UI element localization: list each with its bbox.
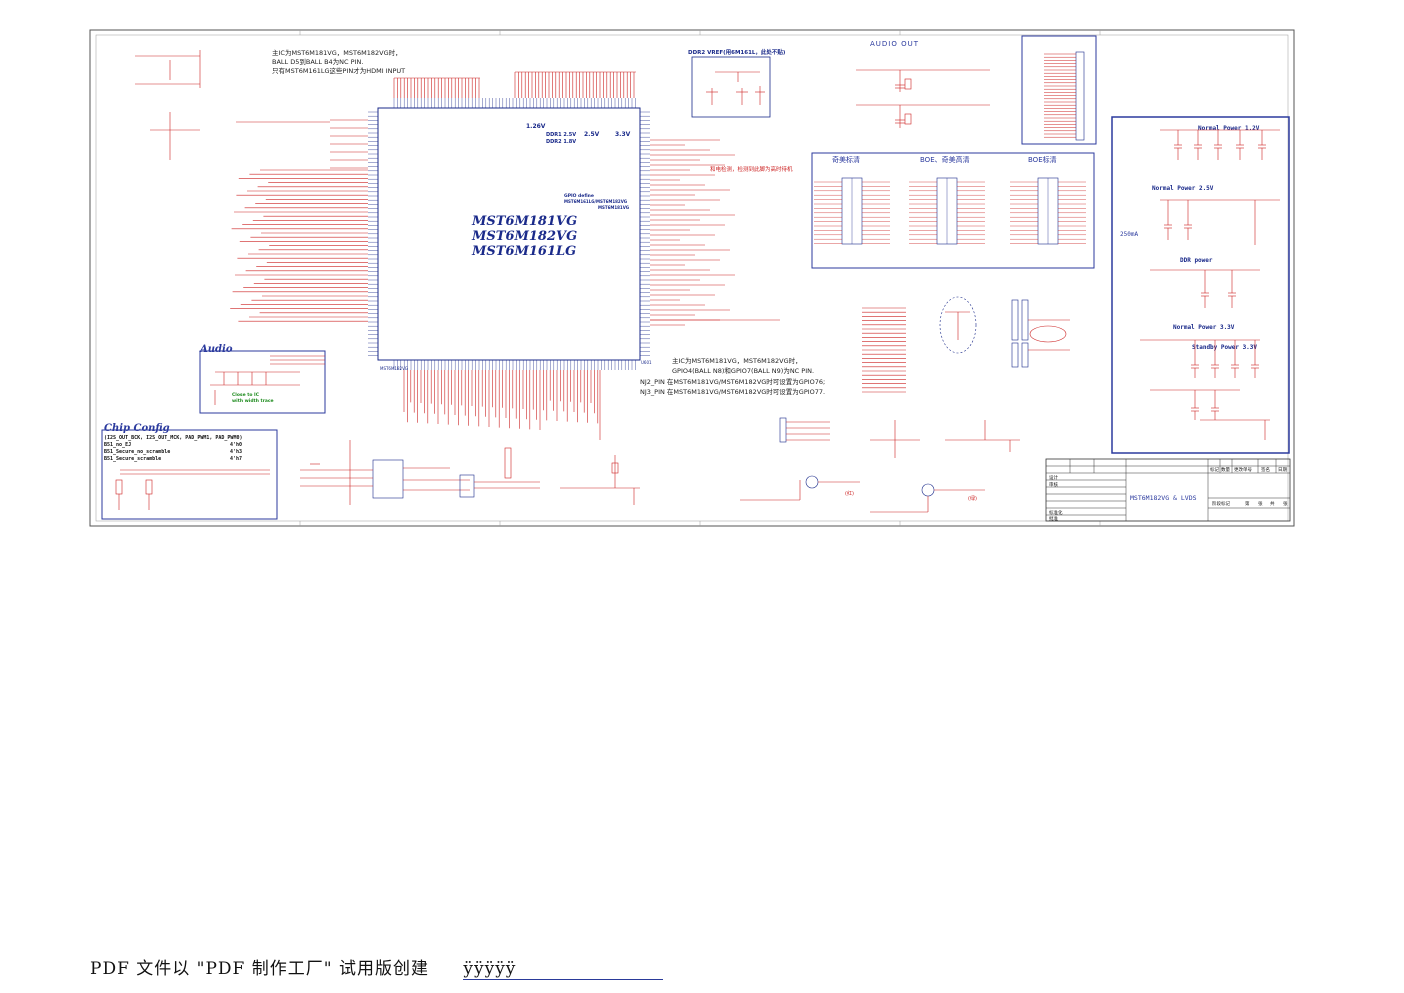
- bottom-note-2: GPIO4(BALL N8)和GPIO7(BALL N9)为NC PIN.: [672, 366, 814, 375]
- boe-std-title: BOE标清: [1028, 155, 1057, 164]
- ic-pins-bottom: [393, 360, 636, 370]
- boe-qimei-hd-title: BOE、奇美高清: [920, 155, 970, 164]
- sheet-zhang1: 张: [1258, 500, 1263, 507]
- flash-block: [300, 440, 540, 505]
- footer-filler: ÿÿÿÿÿ: [463, 959, 664, 980]
- sheet-gong: 共: [1270, 500, 1275, 507]
- connector-top: [1021, 35, 1097, 145]
- stage-mark: 阶段标记: [1212, 500, 1230, 507]
- title-block-standard: 标准化: [1049, 509, 1063, 516]
- standby-33-title: Standby Power 3.3V: [1192, 344, 1257, 351]
- gpio-define-2: MST6M161LG/MST6M182VG: [564, 199, 627, 204]
- ic-name-3: MST6M161LG: [471, 244, 576, 259]
- ic-pins-top: [393, 98, 636, 108]
- bottom-note-1: 主IC为MST6M181VG，MST6M182VG时，: [672, 356, 802, 365]
- gpio-define-1: GPIO define: [564, 193, 594, 199]
- power-12-title: Normal Power 1.2V: [1198, 125, 1260, 132]
- title-block-h4: 签名: [1261, 466, 1270, 473]
- power-block: Normal Power 1.2V Normal Power 2.5V DDR …: [1111, 116, 1290, 454]
- chip-config-row-3-value: 4'h7: [230, 456, 242, 462]
- qimei-std-title: 奇美标清: [832, 155, 860, 164]
- bottom-net-wires: [403, 370, 601, 440]
- audio-title: Audio: [199, 344, 233, 355]
- rail-33: 3.3V: [615, 131, 631, 138]
- panel-box: [811, 152, 1095, 269]
- close-to-ic-1: Close to IC: [232, 392, 260, 398]
- drawing-inner-frame: [95, 34, 1289, 522]
- ic-part: MST6M182VG: [380, 366, 408, 371]
- gpio-define-3: MST6M181VG: [598, 205, 629, 210]
- chip-config-row-1-value: 4'h0: [230, 442, 242, 448]
- audio-out-title: AUDIO OUT: [870, 40, 919, 48]
- title-block: 标记 数量 更改单号 签名 日期 设计 审核 标准化 批准 MST6M182VG…: [1045, 458, 1291, 522]
- ic-name-1: MST6M181VG: [471, 214, 577, 229]
- chip-config-block: Chip Config (I2S_OUT_BCK, I2S_OUT_MCK, P…: [101, 423, 278, 520]
- left-net-wires: [135, 50, 368, 322]
- pdf-watermark-footer: PDF 文件以 "PDF 制作工厂" 试用版创建 ÿÿÿÿÿ: [90, 954, 664, 980]
- schematic-title: MST6M182VG & LVDS: [1130, 494, 1197, 502]
- audio-block: Audio Close to IC with width trace: [199, 344, 326, 414]
- panel-connectors: [814, 177, 1086, 245]
- sheet-zhang2: 张: [1283, 500, 1288, 507]
- bottom-note-4: NJ3_PIN 在MST6M181VG/MST6M182VG时可设置为GPIO7…: [640, 387, 825, 396]
- ic-pins-left: [368, 111, 378, 356]
- power-25-title: Normal Power 2.5V: [1152, 185, 1214, 192]
- chip-config-title: Chip Config: [104, 423, 170, 434]
- right-net-wires: [650, 139, 780, 326]
- detect-note: 和电检测，检测到此脚为高时待机: [710, 165, 793, 173]
- current-label: 250mA: [1120, 231, 1138, 238]
- mid-net-list: [862, 307, 906, 393]
- drawing-frame: [89, 29, 1295, 527]
- title-block-design: 设计: [1049, 474, 1058, 481]
- ic-pins-right: [640, 111, 650, 356]
- green-led-mark: (绿): [968, 495, 977, 502]
- ddr2-vref-block: DDR2 VREF(用6M161L，此处不贴): [688, 48, 786, 118]
- title-block-review: 审核: [1049, 481, 1058, 488]
- bottom-note-3: NJ2_PIN 在MST6M181VG/MST6M182VG时可设置为GPIO7…: [640, 377, 825, 386]
- key-ir-block: [560, 417, 1020, 513]
- title-block-approve: 批准: [1049, 515, 1058, 522]
- ic-ref: U601: [641, 360, 652, 365]
- red-led-mark: (红): [845, 490, 854, 497]
- ic-name-2: MST6M182VG: [471, 229, 577, 244]
- ddr2-vref-label: DDR2 VREF(用6M161L，此处不贴): [688, 48, 786, 56]
- top-note-2: BALL D5到BALL B4为NC PIN.: [272, 57, 363, 66]
- ddr2-supply: DDR2 1.8V: [546, 139, 576, 145]
- chip-config-row-2-name: B51_Secure_no_scramble: [104, 449, 170, 455]
- chip-config-row-3-name: B51_Secure_scramble: [104, 456, 161, 462]
- sheet-di: 第: [1245, 500, 1250, 507]
- flash-chip: [372, 459, 404, 499]
- title-block-h1: 标记: [1210, 466, 1219, 473]
- top-supply-wires: [393, 71, 636, 98]
- power-33-title: Normal Power 3.3V: [1173, 324, 1235, 331]
- audio-out-block: AUDIO OUT: [856, 40, 990, 128]
- rail-126: 1.26V: [526, 123, 546, 130]
- chip-config-row-1-name: B51_no_EJ: [104, 442, 131, 448]
- main-ic: MST6M181VG MST6M182VG MST6M161LG U601 MS…: [368, 98, 652, 371]
- top-note-3: 只有MST6M161LG这些PIN才为HDMI INPUT: [272, 66, 405, 75]
- close-to-ic-2: with width trace: [232, 398, 274, 404]
- title-block-h3: 更改单号: [1234, 466, 1252, 473]
- footer-text: PDF 文件以 "PDF 制作工厂" 试用版创建: [90, 959, 429, 979]
- resistor-array-block: [939, 296, 1070, 368]
- rail-25: 2.5V: [584, 131, 600, 138]
- chip-config-header: (I2S_OUT_BCK, I2S_OUT_MCK, PAD_PWM1, PAD…: [104, 435, 242, 441]
- title-block-h2: 数量: [1221, 466, 1230, 473]
- chip-config-row-2-value: 4'h3: [230, 449, 242, 455]
- power-ddr-title: DDR power: [1180, 257, 1213, 264]
- ddr1-supply: DDR1 2.5V: [546, 132, 576, 138]
- top-note-1: 主IC为MST6M181VG，MST6M182VG时，: [272, 48, 402, 57]
- title-block-h5: 日期: [1278, 467, 1287, 473]
